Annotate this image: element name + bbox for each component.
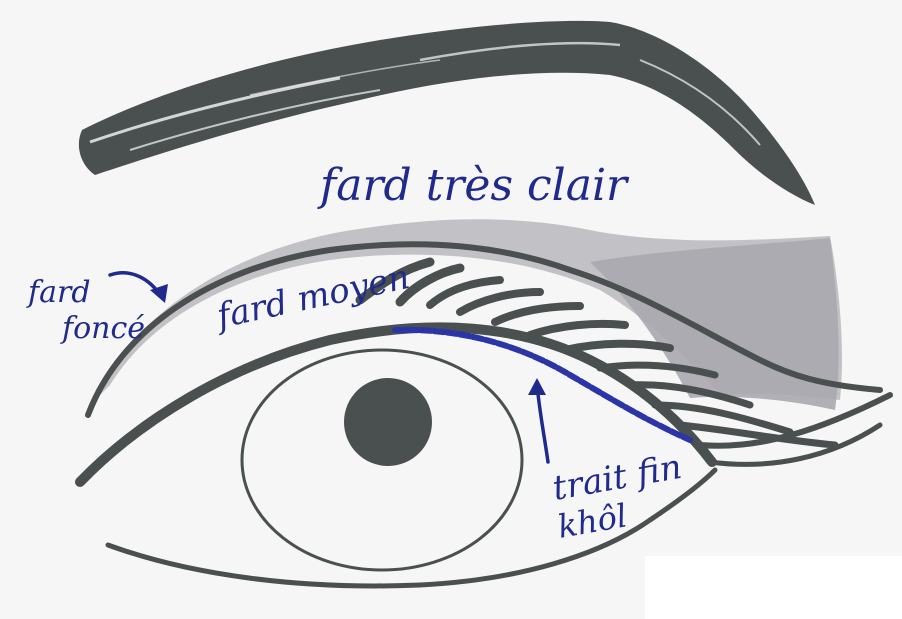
label-dark-shadow-line1: fard (26, 275, 91, 310)
curved-arrow-icon (110, 273, 168, 303)
up-arrow-icon (528, 378, 548, 462)
pupil (344, 378, 432, 466)
label-light-shadow: fard très clair (317, 160, 630, 211)
label-dark-shadow-line2: foncé (60, 311, 145, 346)
